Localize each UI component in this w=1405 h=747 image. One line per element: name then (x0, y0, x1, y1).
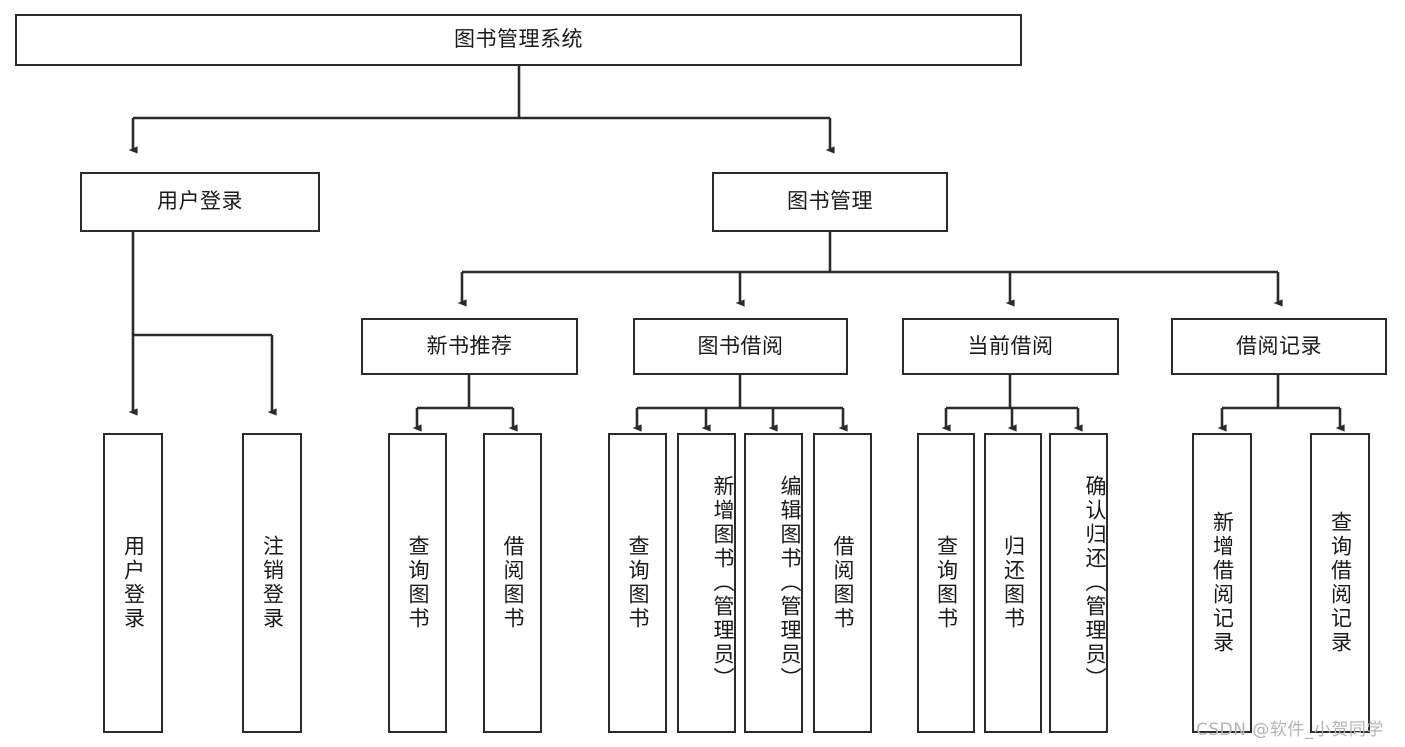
node-label: 借阅记录 (1236, 333, 1322, 358)
node-label: 查询图书 (934, 535, 959, 631)
node-label: 查询借阅记录 (1328, 511, 1353, 655)
node-label: 编辑图书（管理员） (778, 475, 802, 691)
node-label: 新书推荐 (426, 333, 513, 358)
node-new-book-recommend[interactable]: 新书推荐 (361, 318, 578, 375)
node-book-management[interactable]: 图书管理 (712, 172, 948, 232)
node-label: 归还图书 (1001, 535, 1026, 631)
node-user-login[interactable]: 用户登录 (80, 172, 320, 232)
leaf-add-borrow-record[interactable]: 新增借阅记录 (1192, 433, 1252, 733)
node-label: 图书借阅 (697, 333, 784, 358)
leaf-add-book-admin[interactable]: 新增图书（管理员） (677, 433, 736, 733)
leaf-confirm-return-admin[interactable]: 确认归还（管理员） (1049, 433, 1108, 733)
node-root-system[interactable]: 图书管理系统 (15, 14, 1022, 66)
leaf-query-book-borrow[interactable]: 查询图书 (608, 433, 667, 733)
node-label: 图书管理系统 (454, 27, 583, 52)
node-borrow-record[interactable]: 借阅记录 (1171, 318, 1387, 375)
node-label: 查询图书 (406, 535, 431, 631)
node-label: 新增借阅记录 (1210, 511, 1235, 655)
node-label: 当前借阅 (967, 333, 1054, 358)
node-current-borrow[interactable]: 当前借阅 (902, 318, 1119, 375)
node-label: 用户登录 (157, 189, 243, 214)
node-label: 确认归还（管理员） (1083, 475, 1107, 691)
node-label: 用户登录 (121, 535, 146, 631)
leaf-edit-book-admin[interactable]: 编辑图书（管理员） (744, 433, 803, 733)
node-label: 借阅图书 (501, 535, 526, 631)
leaf-query-borrow-record[interactable]: 查询借阅记录 (1310, 433, 1370, 733)
leaf-return-book[interactable]: 归还图书 (984, 433, 1042, 733)
leaf-user-login[interactable]: 用户登录 (103, 433, 163, 733)
leaf-borrow-book-recommend[interactable]: 借阅图书 (483, 433, 542, 733)
leaf-query-book-recommend[interactable]: 查询图书 (388, 433, 447, 733)
leaf-borrow-book[interactable]: 借阅图书 (813, 433, 872, 733)
node-label: 查询图书 (626, 535, 651, 631)
leaf-query-book-current[interactable]: 查询图书 (917, 433, 975, 733)
leaf-logout[interactable]: 注销登录 (242, 433, 302, 733)
node-label: 图书管理 (787, 189, 873, 214)
node-book-borrow[interactable]: 图书借阅 (633, 318, 848, 375)
watermark-text: CSDN @软件_小贺同学 (1196, 720, 1384, 740)
node-label: 借阅图书 (831, 535, 856, 631)
node-label: 注销登录 (260, 535, 285, 631)
node-label: 新增图书（管理员） (711, 475, 735, 691)
